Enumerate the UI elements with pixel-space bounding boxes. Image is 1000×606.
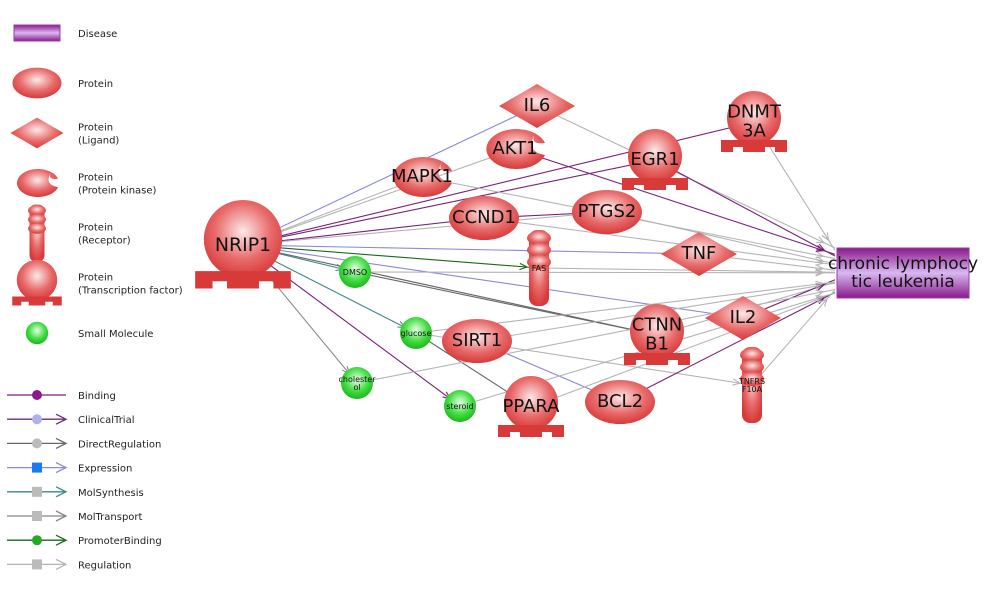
edge-DMSO-CLL xyxy=(354,269,836,277)
legend-label: Protein(Transcription factor) xyxy=(78,273,183,297)
node-label: TNF xyxy=(681,243,717,264)
legend-edge-promoter: PromoterBinding xyxy=(7,534,162,547)
node-label: DMSO xyxy=(343,268,367,277)
legend-item-ligand: Protein(Ligand) xyxy=(10,117,119,149)
node-il6[interactable]: IL6 xyxy=(499,84,575,128)
node-ppara[interactable]: PPARA xyxy=(498,376,564,437)
arrowhead-icon xyxy=(821,232,830,242)
node-label: FAS xyxy=(532,264,546,273)
node-label: PPARA xyxy=(503,396,561,417)
legend-label: Protein(Ligand) xyxy=(78,123,119,147)
legend-item-protein: Protein xyxy=(12,67,113,99)
legend-label: Protein(Protein kinase) xyxy=(78,173,157,197)
node-label: steroid xyxy=(446,402,474,411)
arrowhead-icon xyxy=(819,297,829,307)
node-label: glucose xyxy=(401,329,432,338)
edge-NRIP1-PTGS2 xyxy=(242,210,608,246)
legend-label: Expression xyxy=(78,464,132,475)
disease-icon xyxy=(13,24,61,42)
legend-label: Protein xyxy=(78,79,113,90)
legend-label: DirectRegulation xyxy=(78,439,161,450)
node-label: MAPK1 xyxy=(391,166,453,187)
legend-label: ClinicalTrial xyxy=(78,415,135,426)
arrowhead-icon xyxy=(815,269,825,277)
node-akt1[interactable]: AKT1 xyxy=(486,128,545,169)
node-dmso[interactable]: DMSO xyxy=(339,256,371,288)
arrowhead-icon xyxy=(816,243,826,252)
legend-item-disease: Disease xyxy=(13,24,117,42)
legend-edge-regulation: Regulation xyxy=(7,558,131,571)
edge-PTGS2-CLL xyxy=(606,211,836,265)
edge-EGR1-CLL xyxy=(654,159,836,257)
edge-NRIP1-FAS xyxy=(242,244,540,271)
node-mapk1[interactable]: MAPK1 xyxy=(391,157,453,197)
arrowhead-icon xyxy=(519,262,529,271)
node-label: PTGS2 xyxy=(578,201,637,222)
legend-label: Protein(Receptor) xyxy=(78,223,131,247)
node-nrip1[interactable]: NRIP1 xyxy=(195,200,291,289)
node-label: EGR1 xyxy=(630,149,679,170)
node-label: NRIP1 xyxy=(215,234,271,256)
node-il2[interactable]: IL2 xyxy=(705,296,781,340)
node-label: BCL2 xyxy=(597,391,643,412)
node-bcl2[interactable]: BCL2 xyxy=(585,380,655,424)
legend-item-tf: Protein(Transcription factor) xyxy=(12,259,183,306)
arrowhead-icon xyxy=(815,289,825,297)
arrowhead-icon xyxy=(815,280,825,288)
node-label: IL6 xyxy=(524,95,551,116)
arrowhead-icon xyxy=(815,256,825,264)
node-label: SIRT1 xyxy=(452,330,502,351)
node-sirt1[interactable]: SIRT1 xyxy=(442,319,512,363)
node-fas[interactable]: FAS xyxy=(527,230,551,306)
legend-edge-clinical: ClinicalTrial xyxy=(7,413,135,426)
legend-label: MolTransport xyxy=(78,512,143,523)
legend-edge-molsynth: MolSynthesis xyxy=(7,486,144,499)
node-tnf[interactable]: TNF xyxy=(661,232,737,276)
legend-edge-direct: DirectRegulation xyxy=(7,437,161,450)
legend-label: Disease xyxy=(78,29,117,40)
edge-PPARA-CLL xyxy=(530,292,836,408)
legend-label: Small Molecule xyxy=(78,329,153,340)
node-ptgs2[interactable]: PTGS2 xyxy=(572,190,642,234)
node-label: AKT1 xyxy=(492,138,537,159)
legend-label: Binding xyxy=(78,391,116,402)
legend-item-small: Small Molecule xyxy=(25,321,153,345)
legend-label: PromoterBinding xyxy=(78,536,162,547)
legend-label: MolSynthesis xyxy=(78,488,144,499)
legend-edge-expression: Expression xyxy=(7,462,132,475)
legend-edge-binding: Binding xyxy=(7,390,116,402)
legend-item-receptor: Protein(Receptor) xyxy=(28,204,131,262)
node-egr1[interactable]: EGR1 xyxy=(622,129,688,190)
edge-FAS-CLL xyxy=(538,267,836,276)
legend-label: Regulation xyxy=(78,560,131,571)
legend-edge-moltrans: MolTransport xyxy=(7,510,143,523)
edge-TNFRSF10A-CLL xyxy=(751,289,836,386)
arrowhead-icon xyxy=(732,378,742,386)
node-label: CCND1 xyxy=(452,207,516,228)
legend-item-kinase: Protein(Protein kinase) xyxy=(16,169,157,197)
node-ccnd1[interactable]: CCND1 xyxy=(449,196,519,240)
node-glucose[interactable]: glucose xyxy=(400,317,432,349)
node-steroid[interactable]: steroid xyxy=(444,390,476,422)
node-label: IL2 xyxy=(730,307,757,328)
arrowhead-icon xyxy=(816,236,826,244)
